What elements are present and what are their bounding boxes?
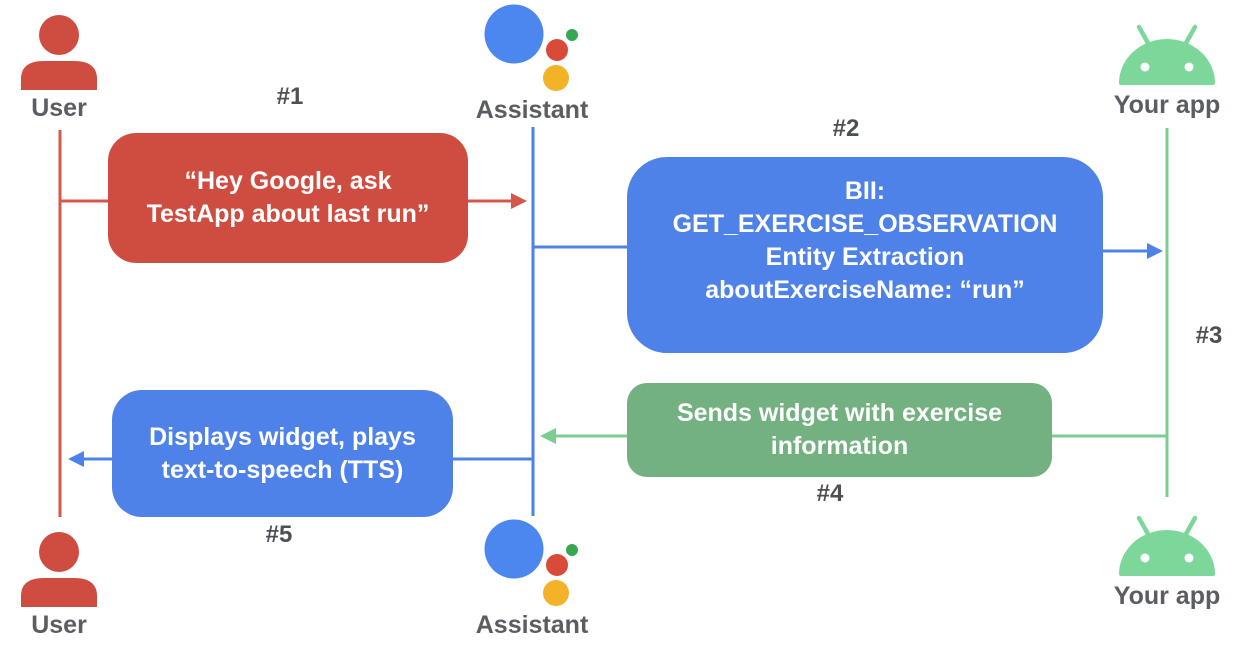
actor-user-top: User [18,14,100,121]
message-step1: “Hey Google, ask TestApp about last run” [108,133,468,263]
app-label-top: Your app [1113,91,1221,119]
arrow-step1-head [511,193,527,209]
android-robot-icon [1119,515,1215,576]
google-assistant-logo-icon [484,519,578,606]
message-step2: BII: GET_EXERCISE_OBSERVATION Entity Ext… [627,157,1103,353]
step2-badge: #2 [832,115,860,142]
arrow-step4-head [540,428,556,444]
message-step4: Sends widget with exercise information [627,383,1052,477]
step3-badge: #3 [1195,322,1223,349]
user-label-bottom: User [31,611,87,639]
android-robot-icon [1119,24,1215,85]
actor-user-bottom: User [18,531,100,638]
assistant-label-top: Assistant [475,96,589,124]
arrow-step2-head [1147,243,1163,259]
step4-badge: #4 [816,480,844,507]
arrow-step5-head [68,451,84,467]
actor-app-top: Your app [1113,23,1221,119]
step5-badge: #5 [265,521,293,548]
person-icon [21,15,97,90]
step1-badge: #1 [276,83,304,110]
app-label-bottom: Your app [1113,582,1221,610]
assistant-label-bottom: Assistant [475,611,589,639]
message-step5: Displays widget, plays text-to-speech (T… [112,390,453,517]
google-assistant-logo-icon [484,4,578,91]
actor-app-bottom: Your app [1113,514,1221,610]
actor-assistant-top: Assistant [476,4,588,123]
actor-assistant-bottom: Assistant [476,519,588,638]
person-icon [21,532,97,607]
user-label-top: User [31,94,87,122]
